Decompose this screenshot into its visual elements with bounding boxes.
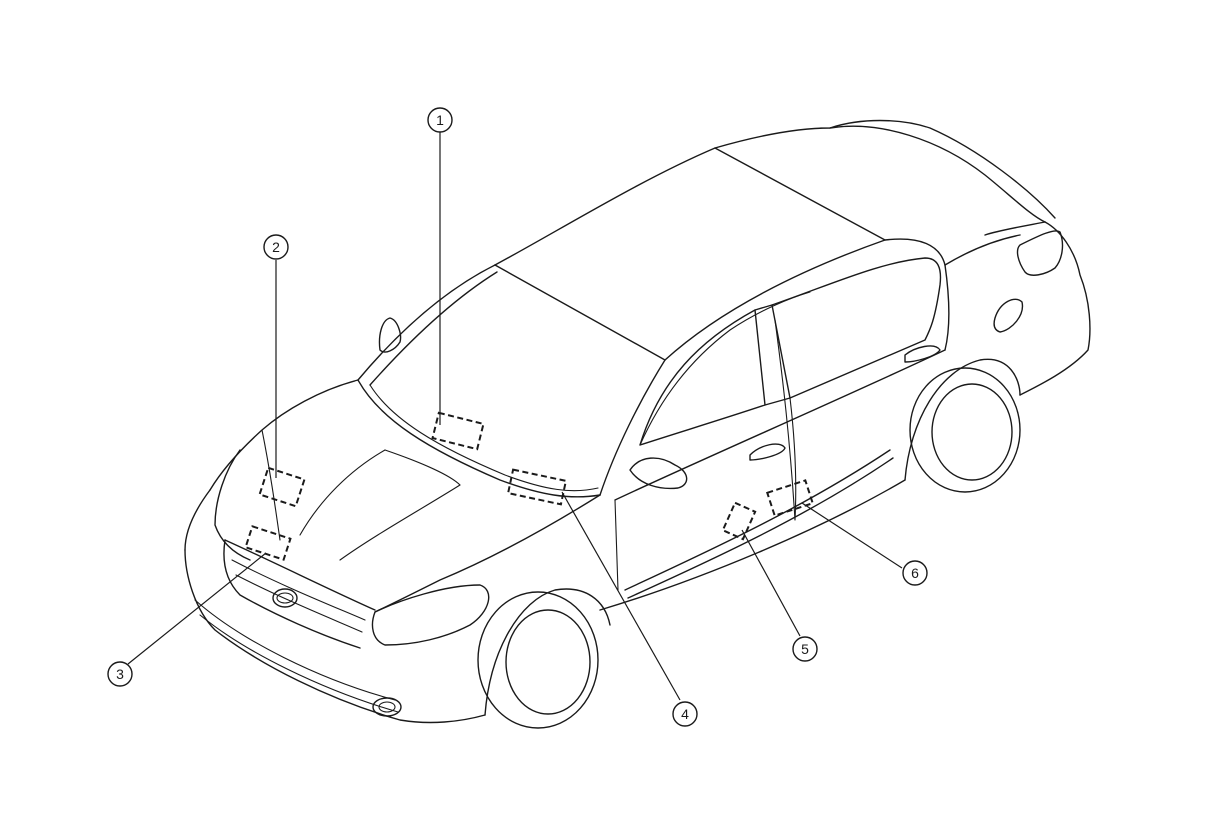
location-box-4 bbox=[506, 468, 568, 506]
callout-2: 2 bbox=[263, 234, 289, 260]
callout-3: 3 bbox=[107, 661, 133, 687]
location-box-3 bbox=[244, 525, 292, 561]
callout-6: 6 bbox=[902, 560, 928, 586]
location-box-6 bbox=[766, 479, 814, 517]
callout-4-number: 4 bbox=[681, 706, 689, 722]
callout-6-number: 6 bbox=[911, 565, 919, 581]
leader-line-6 bbox=[801, 502, 903, 569]
leader-line-5 bbox=[741, 529, 801, 637]
car-body bbox=[184, 119, 1091, 729]
leader-line-4 bbox=[561, 491, 681, 701]
location-box-5 bbox=[721, 501, 757, 541]
callout-1-number: 1 bbox=[436, 112, 444, 128]
callout-5-number: 5 bbox=[801, 641, 809, 657]
leader-lines bbox=[127, 132, 903, 701]
callout-4: 4 bbox=[672, 701, 698, 727]
callout-2-number: 2 bbox=[272, 239, 280, 255]
leader-line-3 bbox=[127, 552, 267, 665]
callout-3-number: 3 bbox=[116, 666, 124, 682]
location-box-2 bbox=[258, 466, 306, 508]
callout-5: 5 bbox=[792, 636, 818, 662]
location-box-1 bbox=[431, 411, 485, 451]
label-locations bbox=[244, 411, 814, 561]
callout-1: 1 bbox=[427, 107, 453, 133]
